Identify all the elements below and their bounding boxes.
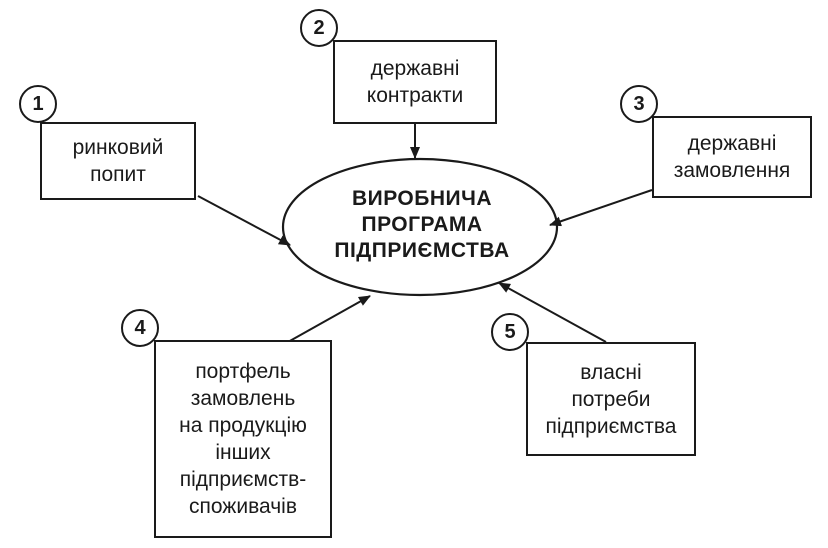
number-circle-5: 5	[491, 313, 529, 351]
center-title: ВИРОБНИЧА ПРОГРАМА ПІДПРИЄМСТВА	[334, 187, 510, 262]
number-circle-2: 2	[300, 9, 338, 47]
arrow-5-to-center	[498, 282, 607, 343]
center-ellipse	[281, 157, 559, 297]
arrow-4-to-center	[287, 295, 371, 343]
box-state-contracts: державні контракти	[333, 40, 497, 124]
box-order-portfolio: портфель замовлень на продукцію інших пі…	[154, 340, 332, 538]
arrow-3-to-center	[549, 189, 653, 227]
box-market-demand: ринковий попит	[40, 122, 196, 200]
number-circle-1: 1	[19, 85, 57, 123]
number-circle-3: 3	[620, 85, 658, 123]
box-own-needs: власні потреби підприємства	[526, 342, 696, 456]
box-state-orders: державні замовлення	[652, 116, 812, 198]
arrow-1-to-center	[197, 195, 291, 246]
number-circle-4: 4	[121, 309, 159, 347]
